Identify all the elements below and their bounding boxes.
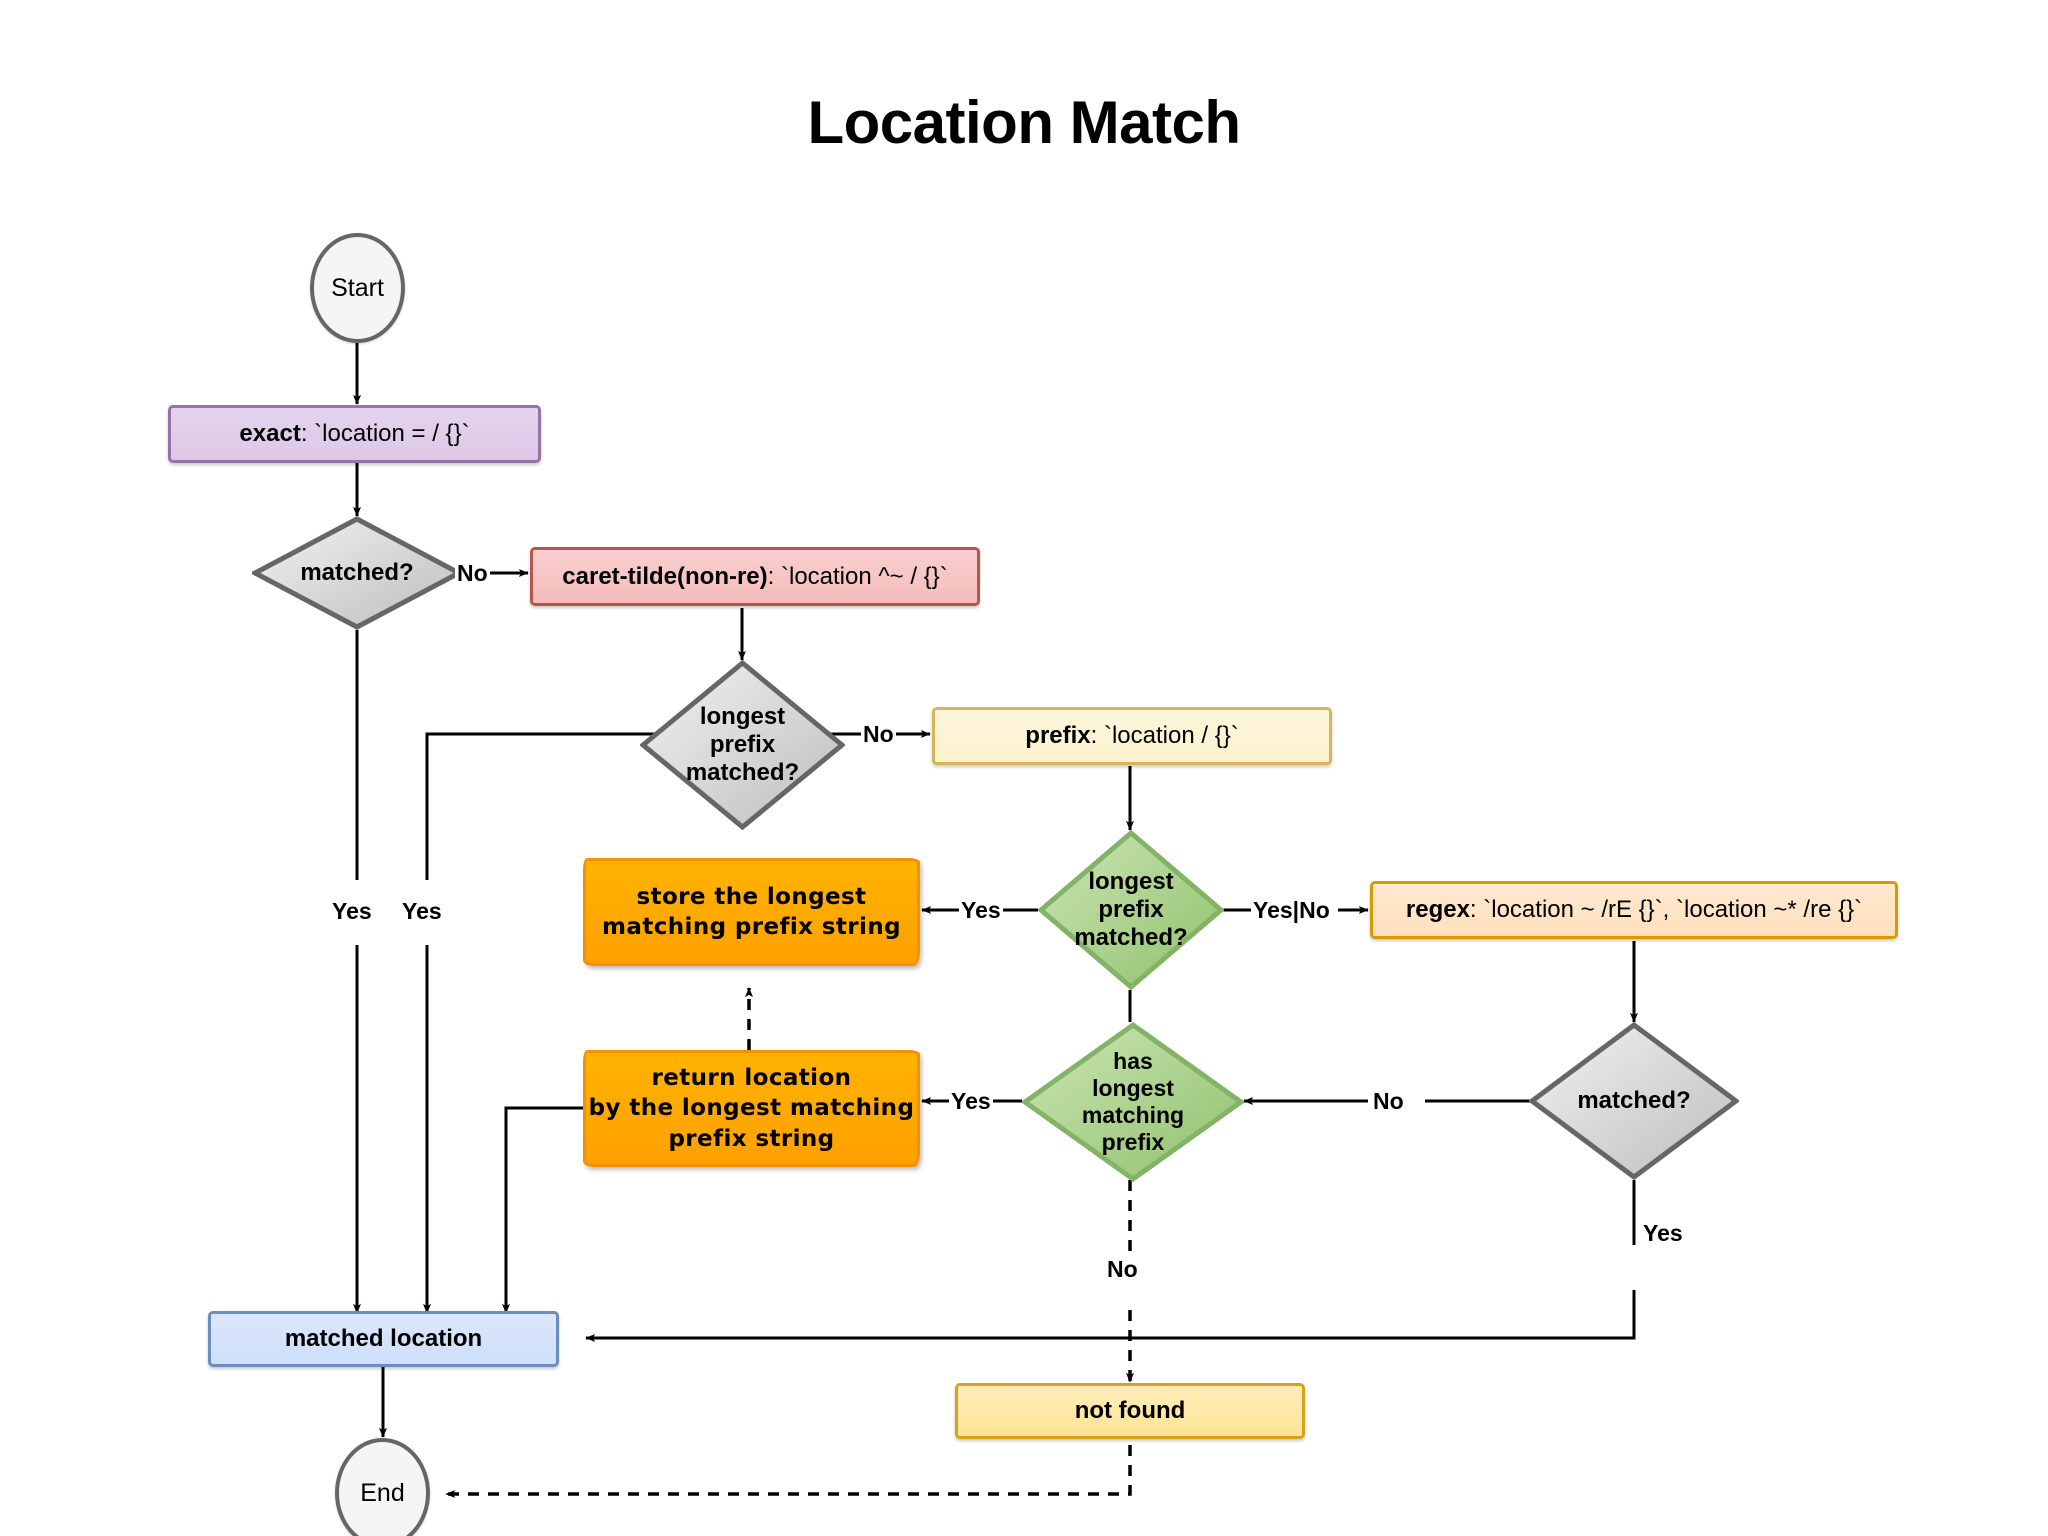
has-prefix-line4: prefix (1101, 1128, 1165, 1155)
return-location-line3: prefix string (668, 1125, 835, 1152)
node-start[interactable]: Start (310, 233, 405, 343)
edge-label-matched2-no: No (1371, 1088, 1406, 1114)
return-location-line2: by the longest matching (588, 1095, 915, 1122)
edge-label-lpmgray-no: No (861, 721, 896, 747)
node-has-longest-matching-prefix[interactable]: has longest matching prefix (1022, 1022, 1244, 1182)
node-caret-tilde-label-rest: : `location ^~ / {}` (767, 562, 948, 590)
node-return-location[interactable]: return location by the longest matching … (583, 1050, 920, 1167)
node-matched-2-label: matched? (1577, 1086, 1691, 1114)
edge-label-hasprefix-no: No (1105, 1256, 1140, 1282)
lpm-green-line2: prefix (1098, 895, 1164, 923)
node-longest-prefix-matched-gray-label: longest prefix matched? (640, 703, 845, 787)
edge-notfound-to-end-dashed (445, 1445, 1132, 1498)
store-prefix-line1: store the longest (636, 883, 867, 910)
node-longest-prefix-matched-gray[interactable]: longest prefix matched? (640, 660, 845, 830)
node-caret-tilde-label-bold: caret-tilde(non-re) (562, 562, 768, 590)
node-prefix[interactable]: prefix: `location / {}` (932, 707, 1332, 765)
edge-label-lpmgray-yes: Yes (400, 898, 444, 924)
node-caret-tilde[interactable]: caret-tilde(non-re): `location ^~ / {}` (530, 547, 980, 606)
node-longest-prefix-matched-green-label: longest prefix matched? (1038, 868, 1224, 952)
node-matched-location-label: matched location (284, 1325, 483, 1352)
node-store-prefix[interactable]: store the longest matching prefix string (583, 858, 920, 966)
edge-lpmgray-yes-to-matchedloc (427, 732, 661, 1313)
node-regex-label-rest: : `location ~ /rE {}`, `location ~* /re … (1469, 896, 1863, 923)
edge-label-lpmgreen-yesno: Yes|No (1251, 897, 1332, 923)
page-title: Location Match (807, 89, 1241, 156)
diamond-shape-green (1038, 830, 1224, 990)
has-prefix-line2: longest (1092, 1075, 1174, 1102)
lpm-green-line1: longest (1088, 867, 1174, 895)
node-not-found[interactable]: not found (955, 1383, 1305, 1439)
node-exact[interactable]: exact: `location = / {}` (168, 405, 541, 463)
node-store-prefix-label: store the longest matching prefix string (602, 882, 901, 943)
edge-label-matched1-no: No (455, 560, 490, 586)
node-regex[interactable]: regex: `location ~ /rE {}`, `location ~*… (1370, 881, 1898, 939)
node-exact-label-bold: exact (239, 420, 301, 447)
store-prefix-line2: matching prefix string (602, 914, 901, 940)
lpm-green-line3: matched? (1074, 924, 1188, 952)
node-regex-label-bold: regex (1405, 896, 1470, 923)
edge-label-matched2-yes: Yes (1641, 1220, 1685, 1246)
node-prefix-label-bold: prefix (1025, 722, 1091, 749)
node-has-longest-matching-prefix-label: has longest matching prefix (1022, 1048, 1244, 1156)
has-prefix-line1: has (1113, 1048, 1153, 1075)
node-return-location-label: return location by the longest matching … (589, 1063, 915, 1154)
diamond-shape-gray (640, 660, 845, 830)
edge-label-hasprefix-yes: Yes (949, 1088, 993, 1114)
node-prefix-label-rest: : `location / {}` (1090, 722, 1239, 749)
node-end-label: End (360, 1478, 405, 1507)
node-not-found-label: not found (1074, 1397, 1186, 1424)
node-exact-label-rest: : `location = / {}` (300, 420, 470, 447)
node-end[interactable]: End (335, 1438, 430, 1536)
diamond-shape-gray (1529, 1022, 1739, 1180)
node-matched-1[interactable]: matched? (252, 516, 462, 630)
lpm-gray-line1: longest (699, 702, 786, 730)
return-location-line1: return location (651, 1064, 852, 1091)
edge-return-to-matchedloc (502, 1106, 584, 1314)
node-matched-location[interactable]: matched location (208, 1311, 559, 1367)
edge-label-lpmgreen-yes: Yes (959, 897, 1003, 923)
node-longest-prefix-matched-green[interactable]: longest prefix matched? (1038, 830, 1224, 990)
node-matched-1-label: matched? (300, 558, 414, 586)
node-matched-2[interactable]: matched? (1529, 1022, 1739, 1180)
has-prefix-line3: matching (1081, 1102, 1185, 1128)
diamond-shape-green (1022, 1022, 1244, 1182)
lpm-gray-line3: matched? (685, 759, 800, 787)
node-start-label: Start (331, 273, 384, 302)
diamond-shape-gray (252, 516, 462, 630)
edge-label-matched1-yes: Yes (330, 898, 374, 924)
lpm-gray-line2: prefix (709, 730, 776, 758)
